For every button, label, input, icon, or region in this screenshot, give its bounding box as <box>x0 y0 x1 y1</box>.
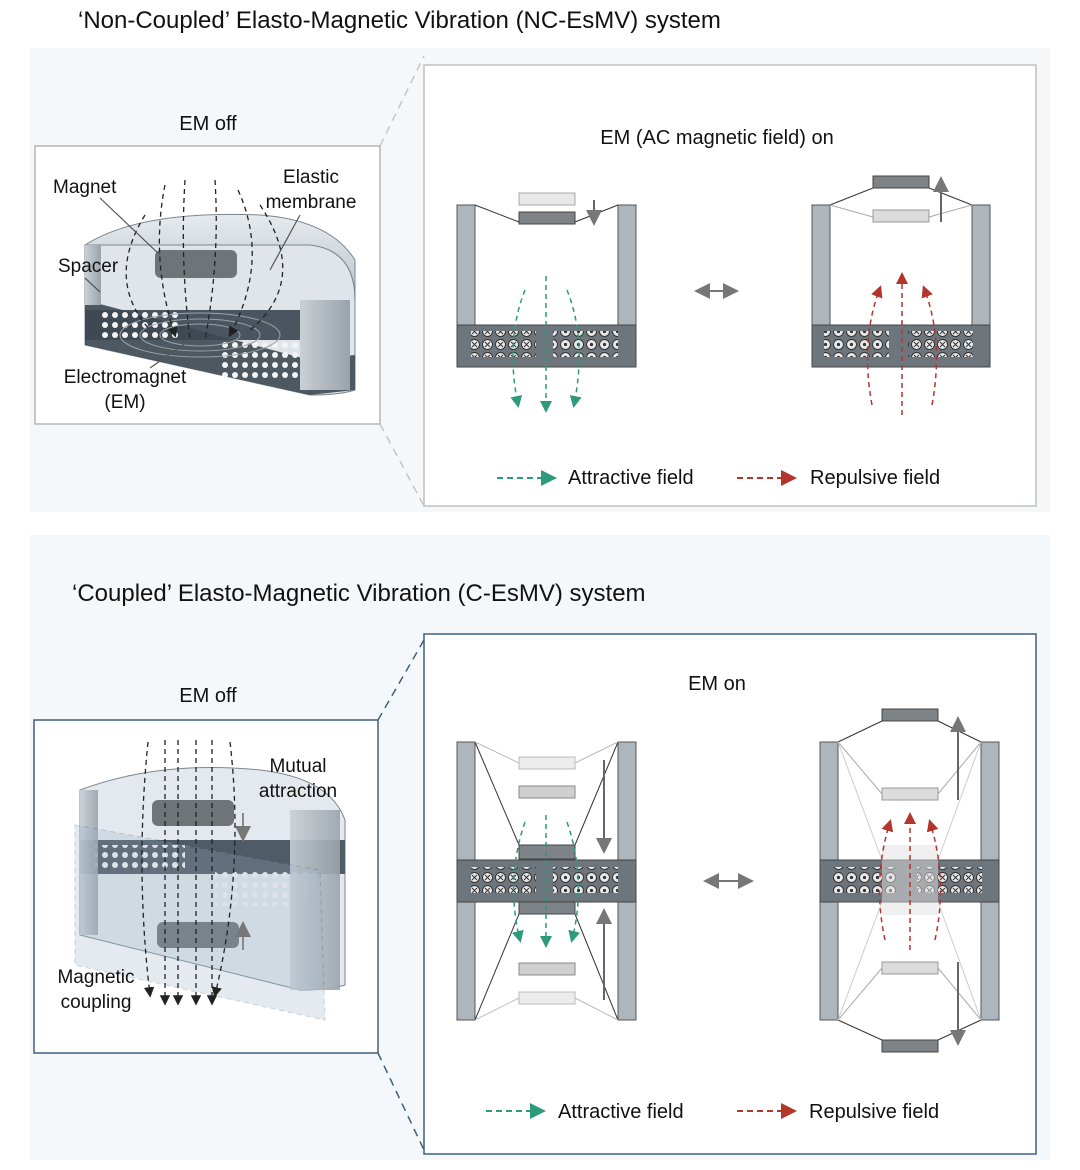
c-device-cutaway <box>74 740 346 1021</box>
nc-magnet <box>155 250 237 278</box>
nc-legend-attractive: Attractive field <box>568 467 694 489</box>
c-label-coupling-1: Magnetic <box>57 967 134 988</box>
c-em-off-label: EM off <box>179 685 237 707</box>
c-attractive-diagram <box>456 741 637 1021</box>
c-title: ‘Coupled’ Elasto-Magnetic Vibration (C-E… <box>72 580 646 607</box>
nc-label-spacer: Spacer <box>58 256 119 277</box>
c-upper-magnet <box>152 800 234 826</box>
c-legend-repulsive: Repulsive field <box>809 1101 939 1123</box>
nc-label-elastic-2: membrane <box>266 192 357 213</box>
c-legend-attractive: Attractive field <box>558 1101 684 1123</box>
c-em-on-label: EM on <box>688 673 746 695</box>
c-label-coupling-2: coupling <box>61 992 132 1013</box>
nc-attractive-diagram <box>456 192 637 413</box>
nc-device-cutaway <box>83 179 356 396</box>
nc-repulsive-diagram <box>811 175 991 415</box>
c-zoom-line-bottom <box>377 1052 425 1151</box>
c-label-mutual-1: Mutual <box>269 756 326 777</box>
nc-em-off-label: EM off <box>179 113 237 135</box>
nc-em-on-label: EM (AC magnetic field) on <box>600 127 833 149</box>
nc-legend-repulsive: Repulsive field <box>810 467 940 489</box>
nc-zoom-line-top <box>379 55 425 147</box>
c-zoom-line-top <box>377 639 425 721</box>
c-label-mutual-2: attraction <box>259 781 337 802</box>
nc-label-magnet: Magnet <box>53 177 117 198</box>
nc-label-elastic-1: Elastic <box>283 167 339 188</box>
nc-label-electromagnet-2: (EM) <box>104 392 145 413</box>
c-repulsive-diagram <box>819 708 1000 1053</box>
nc-zoom-line-bottom <box>379 423 425 507</box>
nc-label-electromagnet-1: Electromagnet <box>64 367 187 388</box>
nc-title: ‘Non-Coupled’ Elasto-Magnetic Vibration … <box>78 7 721 34</box>
